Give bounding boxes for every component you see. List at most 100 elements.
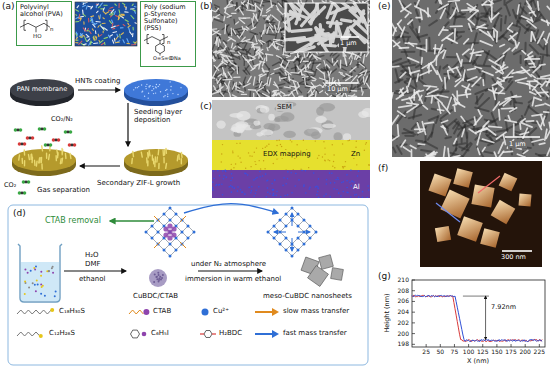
- hnt-dot: [177, 94, 178, 95]
- zif-flake: [278, 21, 280, 29]
- al-speck: [346, 174, 348, 176]
- nanosheet-flake: [434, 45, 436, 54]
- zif-flake: [262, 68, 264, 71]
- al-band: [212, 170, 370, 198]
- nanosheet-flake: [454, 29, 456, 41]
- zif-flake: [252, 44, 254, 48]
- al-speck: [336, 189, 338, 191]
- hnt-tube: [92, 22, 95, 24]
- al-speck: [217, 170, 219, 172]
- zif-flake: [252, 19, 253, 27]
- nanosheet-flake: [399, 105, 412, 107]
- flake-shadow: [333, 55, 339, 61]
- hnt-tube: [130, 32, 132, 35]
- zif-flake: [277, 56, 282, 59]
- zif-flake: [266, 54, 267, 60]
- hnt-tube: [76, 32, 77, 34]
- zn-speck: [233, 167, 234, 168]
- zif-flake: [332, 59, 334, 62]
- nanosheet-flake: [392, 93, 393, 99]
- sem-bump: [343, 133, 351, 141]
- zif-flake: [309, 94, 313, 96]
- zn-speck: [268, 144, 269, 145]
- zif-leaf: [132, 152, 134, 157]
- zif-leaf: [46, 153, 47, 158]
- zif-flake: [235, 54, 239, 56]
- al-speck: [287, 194, 289, 196]
- hnt-tube: [80, 16, 83, 18]
- flake-shadow: [392, 59, 401, 63]
- zif-flake: [359, 63, 364, 67]
- zn-speck: [263, 160, 264, 161]
- hnt-dot: [164, 95, 165, 96]
- hnt-tube: [98, 16, 100, 19]
- zif-leaf: [41, 146, 43, 151]
- zif-leaf: [181, 152, 183, 157]
- zif-leaf: [157, 150, 159, 155]
- zif-flake-large: [311, 38, 334, 41]
- zif-flake: [234, 76, 240, 78]
- flake-shadow: [330, 53, 332, 56]
- hnt-tube: [127, 43, 130, 45]
- sem-image: [212, 0, 370, 97]
- zif-flake: [267, 10, 271, 13]
- nanosheet-flake: [416, 0, 420, 7]
- nanosheet-flake: [537, 2, 540, 10]
- zif-flake-large: [331, 7, 348, 14]
- nanosheet-flake: [417, 92, 422, 104]
- al-speck: [326, 183, 328, 185]
- al-speck: [232, 177, 234, 179]
- al-speck: [303, 184, 305, 186]
- nanosheet-flake: [545, 103, 549, 105]
- zn-speck: [333, 161, 334, 162]
- al-speck: [237, 186, 239, 188]
- zif-leaf: [131, 159, 133, 164]
- al-speck: [266, 196, 268, 198]
- zif-flake: [231, 63, 236, 66]
- zif-flake: [228, 38, 231, 41]
- hnt-dot: [169, 81, 170, 82]
- al-speck: [251, 190, 253, 192]
- zif-flake: [239, 82, 242, 85]
- nanosheet-flake: [521, 67, 531, 76]
- flake-shadow: [263, 90, 269, 93]
- zif-flake: [272, 15, 278, 20]
- al-speck: [326, 179, 328, 181]
- hnt-membrane-image: [75, 2, 137, 46]
- hnt-tube: [80, 34, 83, 36]
- zif-flake: [229, 0, 233, 2]
- zif-flake: [350, 67, 356, 72]
- flake-shadow: [485, 16, 492, 18]
- hnt-tube: [111, 10, 114, 13]
- zif-flake: [366, 52, 369, 57]
- nanosheet-flake: [500, 98, 510, 104]
- nanosheet-flake: [539, 143, 544, 144]
- al-speck: [329, 172, 331, 174]
- nanosheet-flake: [468, 10, 478, 19]
- flake-shadow: [273, 62, 279, 65]
- hnt-tube: [95, 37, 97, 40]
- nanosheet-flake: [513, 124, 515, 136]
- zif-flake: [225, 83, 227, 86]
- flake-shadow: [279, 68, 283, 73]
- flake-shadow: [233, 19, 235, 23]
- nanosheet-flake: [488, 129, 496, 135]
- flake-shadow: [215, 73, 221, 77]
- hnt-dot: [153, 93, 154, 94]
- zif-flake: [319, 78, 327, 81]
- hnt-dot: [166, 89, 167, 90]
- nanosheet-flake: [477, 27, 486, 28]
- nanosheet-flake: [396, 96, 402, 99]
- zif-flake: [277, 9, 283, 14]
- hnt-tube: [104, 42, 106, 44]
- flake-shadow: [276, 5, 279, 9]
- nanosheet-flake: [437, 71, 442, 81]
- gas-molecule: [64, 130, 73, 134]
- al-speck: [230, 185, 232, 187]
- sem-bump: [283, 131, 295, 138]
- flake-shadow: [263, 0, 271, 2]
- zif-leaf: [178, 154, 180, 159]
- zif-leaf: [34, 160, 36, 165]
- al-speck: [255, 189, 257, 191]
- al-speck: [317, 186, 319, 188]
